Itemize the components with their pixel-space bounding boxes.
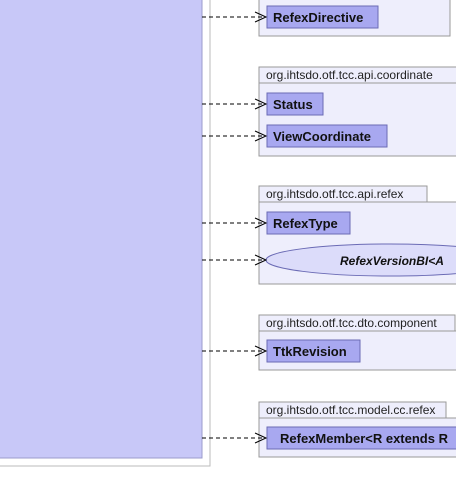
main-class-box[interactable] [0,0,203,459]
package-4: org.ihtsdo.otf.tcc.dto.component TtkRevi… [258,314,456,371]
dependency-arrow-ttkrevision [202,345,268,357]
package-5: org.ihtsdo.otf.tcc.model.cc.refex RefexM… [258,401,456,458]
interface-label-refexversionbi: RefexVersionBI<A [340,254,444,268]
package-3: org.ihtsdo.otf.tcc.api.refex RefexType R… [258,185,456,285]
dependency-arrow-refexversionbi [202,254,268,266]
package-name: org.ihtsdo.otf.tcc.model.cc.refex [266,403,435,417]
package-name: org.ihtsdo.otf.tcc.api.coordinate [266,68,433,82]
dependency-arrow-refextype [202,217,268,229]
package-2: org.ihtsdo.otf.tcc.api.coordinate Status… [258,66,456,157]
package-name: org.ihtsdo.otf.tcc.api.refex [266,187,403,201]
dependency-arrow-status [202,98,268,110]
class-label-ttkrevision: TtkRevision [273,344,347,359]
dependency-arrow-refexdirective [202,11,268,23]
class-label-viewcoordinate: ViewCoordinate [273,129,371,144]
class-label-refextype: RefexType [273,216,338,231]
dependency-arrow-refexmember [202,432,268,444]
class-label-refexdirective: RefexDirective [273,10,363,25]
class-label-status: Status [273,97,313,112]
dependency-arrow-viewcoordinate [202,130,268,142]
class-label-refexmember: RefexMember<R extends R [280,431,449,446]
package-name: org.ihtsdo.otf.tcc.dto.component [266,316,437,330]
package-1: RefexDirective [258,0,451,37]
